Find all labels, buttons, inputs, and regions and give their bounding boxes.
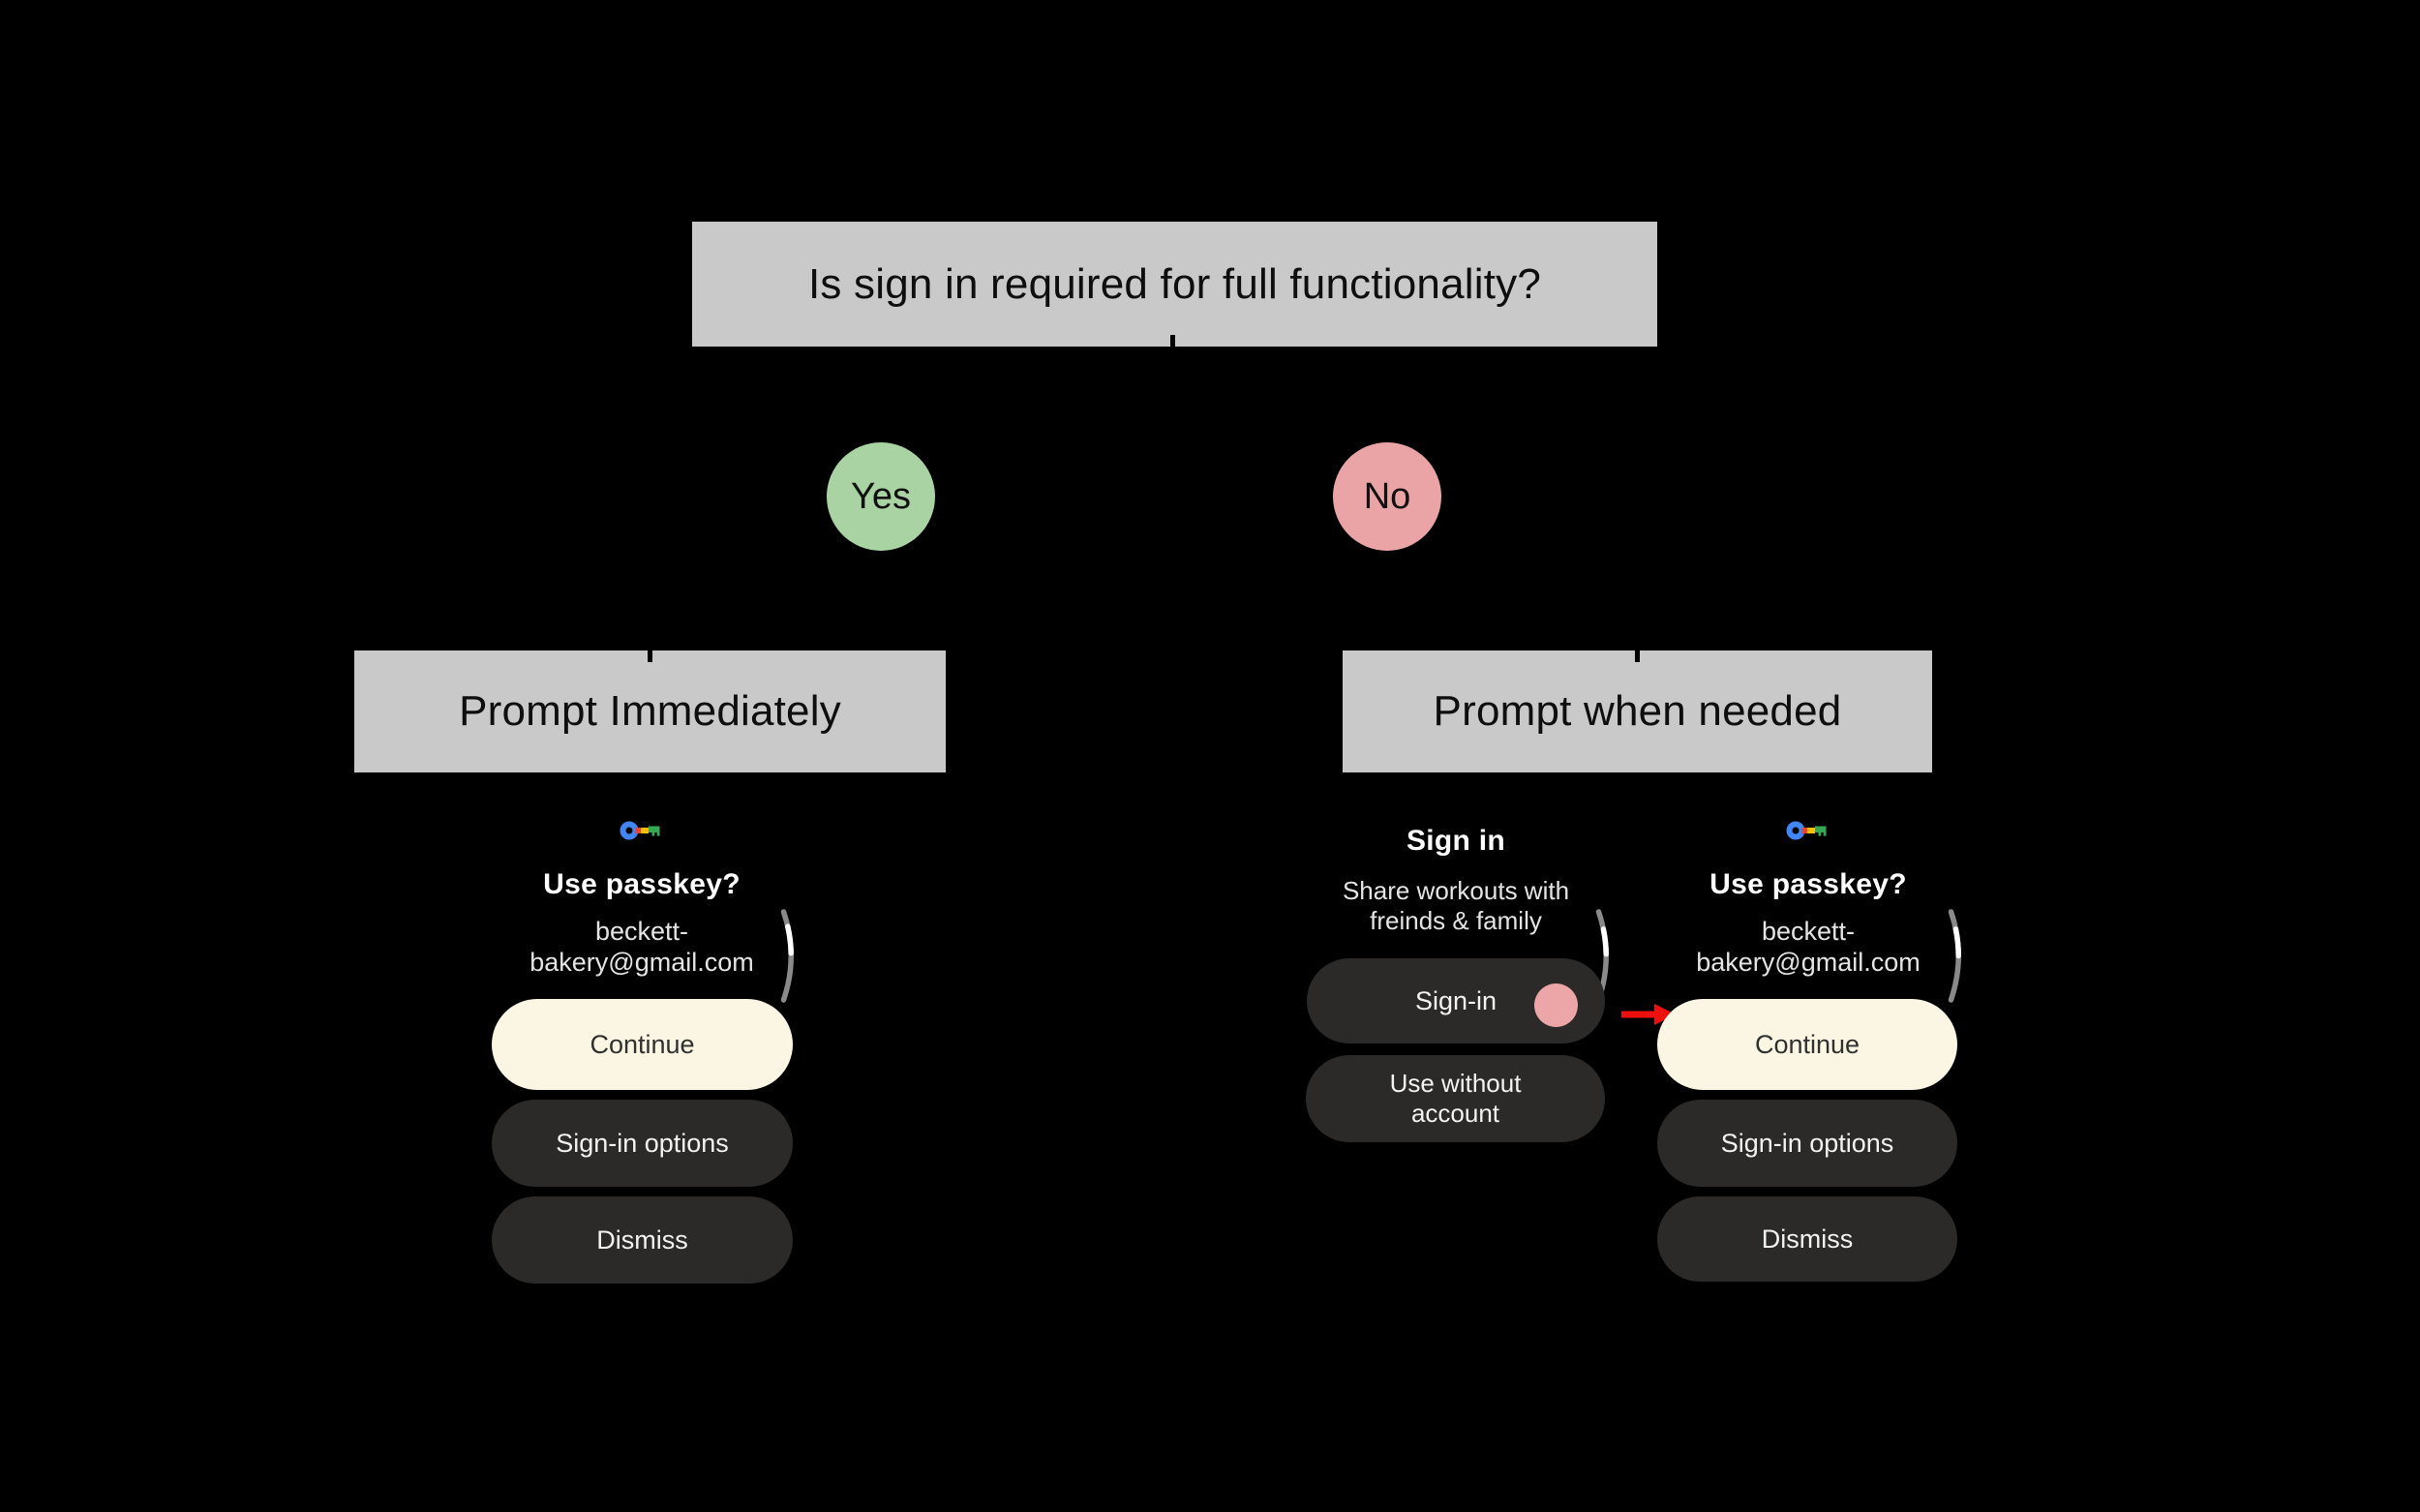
scroll-indicator[interactable]: [778, 909, 803, 1003]
account-line1: beckett-: [1761, 917, 1856, 946]
account-line2: bakery@gmail.com: [529, 948, 754, 977]
signin-watch-heading: Sign in: [1406, 825, 1506, 857]
passkey-icon: [1786, 820, 1830, 841]
passkey-left-heading: Use passkey?: [543, 868, 741, 900]
dismiss-button[interactable]: Dismiss: [1657, 1196, 1957, 1282]
continue-button[interactable]: Continue: [1657, 999, 1957, 1090]
continue-label: Continue: [590, 1029, 695, 1059]
yes-label: Yes: [851, 475, 911, 517]
signin-options-button[interactable]: Sign-in options: [492, 1100, 793, 1187]
passkey-left-account: beckett- bakery@gmail.com: [448, 916, 835, 978]
decision-title-box: Is sign in required for full functionali…: [692, 222, 1657, 347]
decision-yes-node: Yes: [827, 442, 935, 551]
connector-stub-title: [1170, 335, 1175, 348]
outcome-box-prompt-immediately: Prompt Immediately: [354, 650, 946, 772]
signin-watch-subtitle: Share workouts with freinds & family: [1278, 876, 1634, 936]
dismiss-label: Dismiss: [1761, 1224, 1854, 1254]
flow-arrow-icon: [1618, 1003, 1677, 1026]
dismiss-button[interactable]: Dismiss: [492, 1196, 793, 1284]
decision-title-label: Is sign in required for full functionali…: [808, 259, 1541, 308]
signin-options-button[interactable]: Sign-in options: [1657, 1100, 1957, 1187]
passkey-right-heading: Use passkey?: [1709, 868, 1907, 900]
tap-indicator: [1534, 983, 1578, 1027]
signin-options-label: Sign-in options: [1720, 1128, 1894, 1158]
signin-options-label: Sign-in options: [556, 1128, 729, 1158]
subtitle-line1: Share workouts with: [1342, 876, 1570, 905]
account-line2: bakery@gmail.com: [1696, 948, 1921, 977]
use-without-line1: Use without: [1389, 1069, 1522, 1098]
account-line1: beckett-: [594, 917, 689, 946]
use-without-line2: account: [1410, 1099, 1500, 1128]
connector-stub-right: [1635, 643, 1640, 662]
outcome-box-prompt-when-needed: Prompt when needed: [1343, 650, 1932, 772]
passkey-icon: [620, 820, 664, 841]
continue-button[interactable]: Continue: [492, 999, 793, 1090]
no-label: No: [1363, 475, 1411, 517]
outcome-left-label: Prompt Immediately: [459, 687, 841, 735]
use-without-account-button[interactable]: Use without account: [1306, 1055, 1605, 1142]
subtitle-line2: freinds & family: [1370, 906, 1542, 935]
decision-no-node: No: [1333, 442, 1441, 551]
dismiss-label: Dismiss: [596, 1225, 688, 1255]
signin-button-label: Sign-in: [1414, 985, 1497, 1015]
outcome-right-label: Prompt when needed: [1433, 687, 1842, 735]
connector-stub-left: [648, 643, 652, 662]
passkey-right-account: beckett- bakery@gmail.com: [1615, 916, 2002, 978]
scroll-indicator[interactable]: [1946, 909, 1971, 1003]
continue-label: Continue: [1754, 1029, 1860, 1059]
